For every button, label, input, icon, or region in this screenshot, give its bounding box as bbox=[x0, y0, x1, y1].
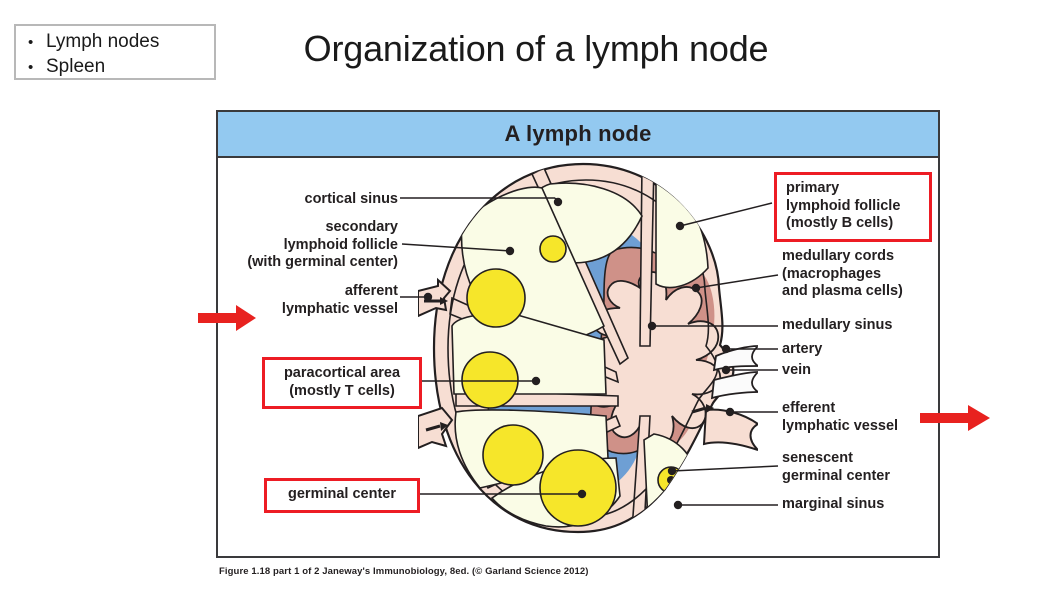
label-marginal-sinus: marginal sinus bbox=[782, 496, 885, 512]
germinal-center bbox=[461, 351, 519, 409]
germinal-center-small bbox=[539, 235, 567, 263]
figure-header: A lymph node bbox=[218, 112, 938, 158]
label-efferent-lymphatic-vessel: efferent lymphatic vessel bbox=[782, 400, 899, 434]
page-title: Organization of a lymph node bbox=[0, 28, 1044, 70]
flow-arrow-right-icon bbox=[920, 405, 990, 431]
bullet-marker-icon: • bbox=[28, 34, 34, 51]
bullet-marker-icon: • bbox=[28, 59, 34, 76]
label-senescent-germinal-center: senescent germinal center bbox=[782, 450, 890, 484]
bullet-label-spleen: Spleen bbox=[46, 56, 106, 77]
label-medullary-sinus: medullary sinus bbox=[782, 317, 893, 333]
bullet-label-lymph-nodes: Lymph nodes bbox=[46, 31, 160, 52]
label-artery: artery bbox=[782, 341, 823, 357]
list-item: • Spleen bbox=[16, 55, 214, 80]
page-title-text: Organization of a lymph node bbox=[303, 28, 769, 69]
germinal-center-circles bbox=[461, 235, 685, 527]
afferent-lymphatic-vessel-upper bbox=[418, 277, 452, 318]
germinal-center bbox=[539, 449, 617, 527]
afferent-lymphatic-vessel-lower bbox=[418, 406, 454, 450]
vein-vessel bbox=[710, 371, 758, 400]
label-germinal-center: germinal center bbox=[264, 478, 420, 513]
figure-header-title: A lymph node bbox=[504, 121, 652, 146]
label-vein: vein bbox=[782, 362, 812, 378]
bullet-list-box: • Lymph nodes • Spleen bbox=[14, 24, 216, 80]
lymph-node-diagram bbox=[418, 162, 758, 534]
label-secondary-lymphoid-follicle: secondary lymphoid follicle (with germin… bbox=[247, 219, 398, 270]
list-item: • Lymph nodes bbox=[16, 30, 214, 55]
germinal-center bbox=[466, 268, 526, 328]
flow-arrow-left-icon bbox=[198, 305, 256, 331]
efferent-lymphatic-vessel bbox=[691, 404, 758, 451]
label-medullary-cords: medullary cords (macrophages and plasma … bbox=[782, 248, 903, 299]
figure-caption: Figure 1.18 part 1 of 2 Janeway's Immuno… bbox=[219, 566, 589, 577]
label-afferent-lymphatic-vessel: afferent lymphatic vessel bbox=[281, 283, 398, 317]
label-paracortical-area: paracortical area (mostly T cells) bbox=[262, 357, 422, 409]
bullet-list: • Lymph nodes • Spleen bbox=[16, 30, 214, 80]
artery-and-vein bbox=[710, 345, 758, 400]
germinal-center bbox=[482, 424, 544, 486]
label-primary-lymphoid-follicle: primary lymphoid follicle (mostly B cell… bbox=[774, 172, 932, 242]
label-cortical-sinus: cortical sinus bbox=[304, 191, 398, 207]
